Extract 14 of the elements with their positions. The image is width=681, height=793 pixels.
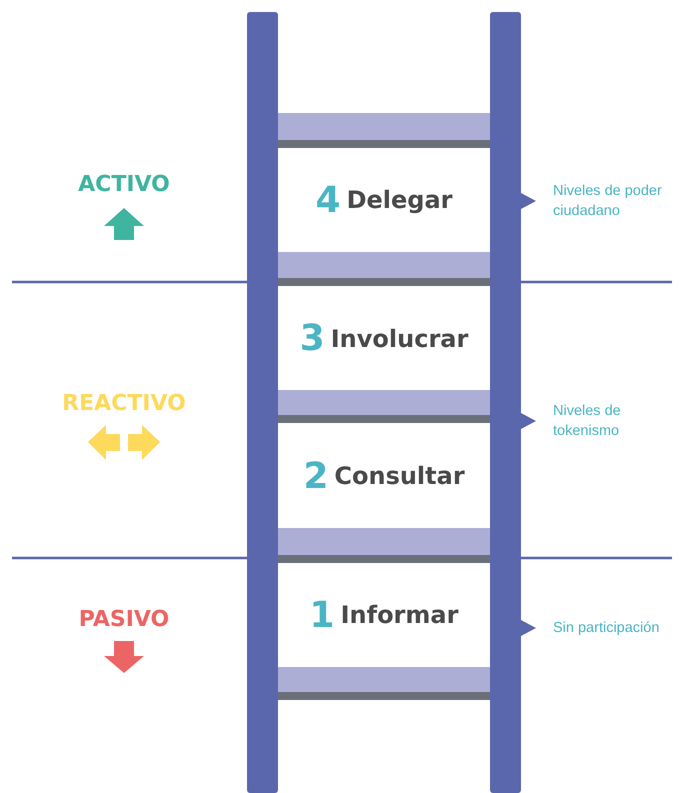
step-label: Consultar xyxy=(334,462,465,490)
step-number: 1 xyxy=(310,594,335,636)
side-note: Sin participación xyxy=(553,619,660,638)
step-label: Involucrar xyxy=(330,324,468,352)
step-number: 2 xyxy=(303,456,328,496)
level-heading: PASIVO xyxy=(78,607,170,632)
side-note: Niveles de poder ciudadano xyxy=(553,182,663,221)
step-number: 3 xyxy=(300,318,325,359)
level-heading: REACTIVO xyxy=(61,391,187,416)
level-heading: ACTIVO xyxy=(77,172,171,197)
step-number: 4 xyxy=(316,180,341,220)
step-label: Delegar xyxy=(346,186,452,214)
step-label: Informar xyxy=(340,601,458,629)
side-note: Niveles de tokenismo xyxy=(553,402,622,441)
